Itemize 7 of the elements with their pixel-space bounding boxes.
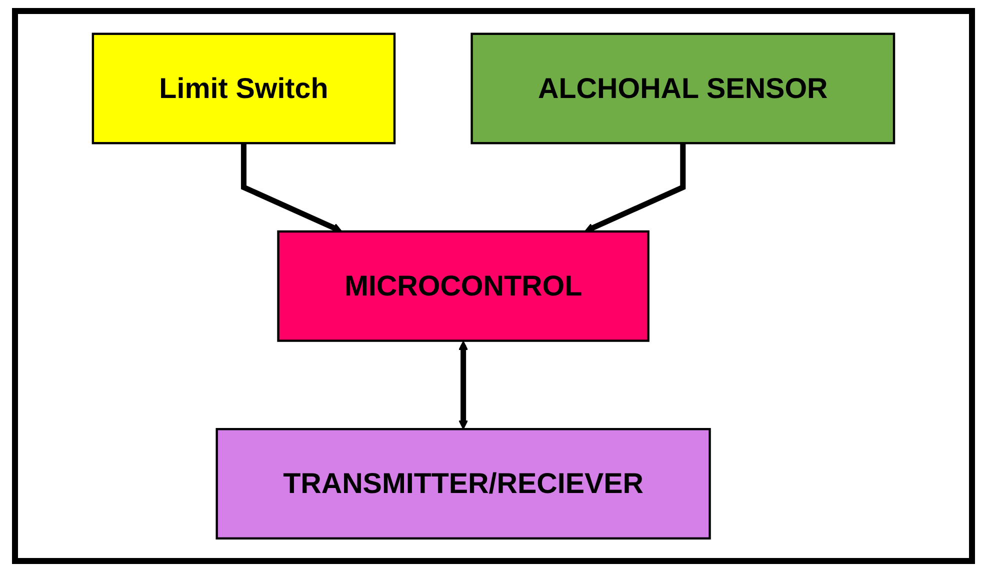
- arrow: [458, 340, 468, 430]
- arrow: [240, 143, 342, 232]
- node-box: MICROCONTROL: [277, 230, 650, 342]
- node-box: ALCHOHAL SENSOR: [470, 32, 896, 144]
- node-box: Limit Switch: [92, 32, 396, 144]
- node-box: TRANSMITTER/RECIEVER: [216, 428, 711, 540]
- arrow: [584, 143, 686, 232]
